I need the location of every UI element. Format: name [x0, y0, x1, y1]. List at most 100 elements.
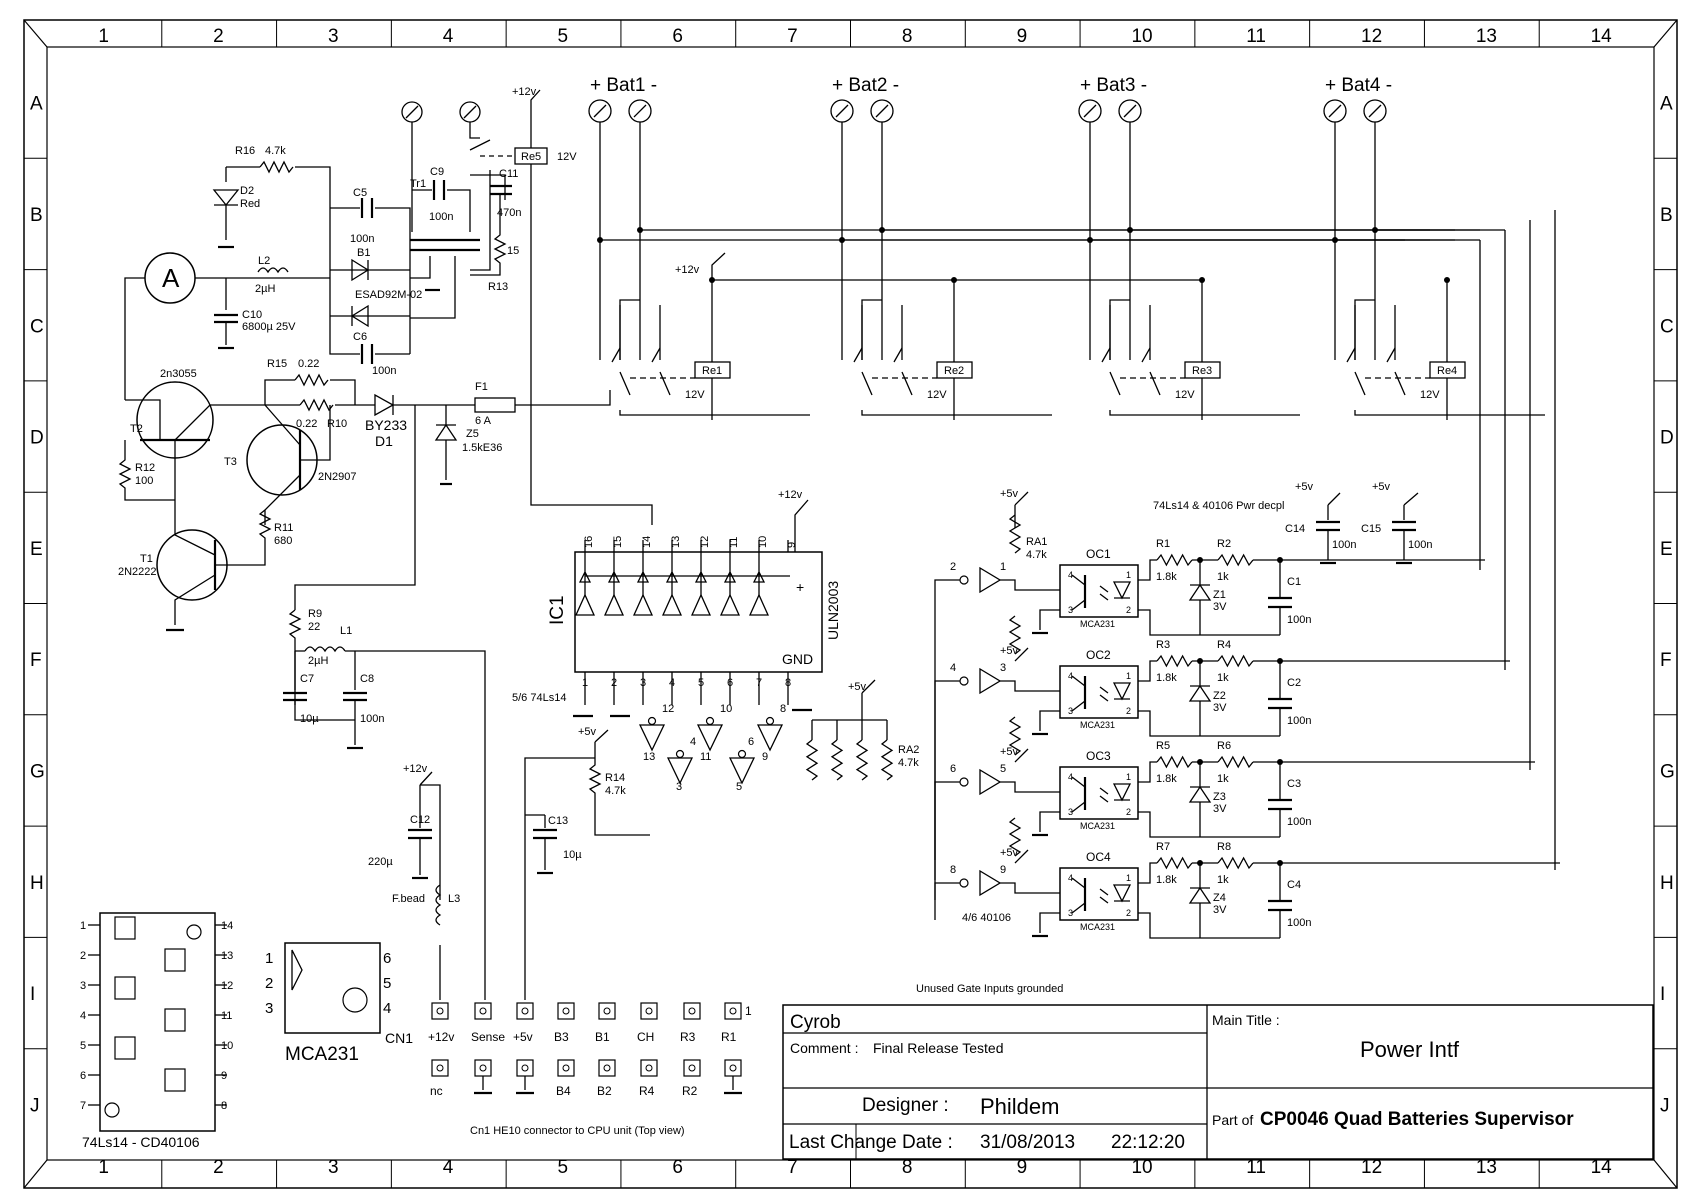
c10-label: C10 — [242, 309, 262, 321]
label: 1 — [1000, 561, 1006, 573]
z5-label: Z5 — [466, 428, 479, 440]
opto-pin: 4 — [1068, 671, 1073, 681]
connector-pin[interactable] — [431, 1059, 449, 1077]
z5-value: 1.5kE36 — [462, 442, 502, 454]
inverter-bubble — [647, 716, 657, 726]
connector-pin[interactable] — [474, 1002, 492, 1020]
sense-bus — [1479, 210, 1556, 870]
label: 13 — [643, 751, 655, 763]
clamp-diode — [723, 552, 737, 595]
optocoupler — [1059, 867, 1139, 921]
connector-pin[interactable] — [516, 1059, 534, 1077]
r10-label: R10 — [327, 418, 347, 430]
relay-supply-label: +12v — [675, 264, 700, 276]
connector-pin[interactable] — [598, 1059, 616, 1077]
opto-wire — [1138, 559, 1485, 636]
decoupling-label: 74Ls14 & 40106 Pwr decpl — [1153, 500, 1284, 512]
terminal-slot — [1083, 104, 1097, 118]
column-marker: 14 — [1591, 26, 1613, 47]
row-marker: H — [30, 873, 44, 894]
label: +5v — [1000, 746, 1019, 758]
ic-pin-number: 12 — [221, 980, 233, 992]
connector-pin[interactable] — [557, 1059, 575, 1077]
opto-part: MCA231 — [1080, 821, 1115, 831]
connector-pin[interactable] — [557, 1002, 575, 1020]
t3-label: T3 — [224, 456, 237, 468]
connector-pin[interactable] — [431, 1002, 449, 1020]
ic-pin-number: 13 — [670, 536, 682, 548]
resistor — [1217, 553, 1254, 567]
bridge-diode-b1 — [330, 258, 410, 282]
connector-pin-label: R1 — [721, 1030, 737, 1044]
row-marker: C — [30, 316, 44, 337]
connector-pin-label: nc — [430, 1084, 443, 1098]
l2-label: L2 — [258, 255, 270, 267]
opto-pin: 2 — [1126, 605, 1131, 615]
column-marker: 13 — [1476, 26, 1497, 47]
connector-pin[interactable] — [724, 1059, 742, 1077]
terminal-slot — [1368, 104, 1382, 118]
schmitt-gate-icon — [114, 976, 136, 1000]
label: C1 — [1287, 576, 1301, 588]
label: 3 — [1000, 662, 1006, 674]
phototransistor-leads — [1071, 574, 1086, 611]
column-marker: 6 — [672, 1157, 683, 1178]
connector-pin[interactable] — [516, 1002, 534, 1020]
label: R7 — [1156, 841, 1170, 853]
row-marker: B — [30, 205, 43, 226]
pin1-marker: 1 — [745, 1004, 752, 1018]
relay-contact — [1101, 347, 1151, 363]
connector-pin[interactable] — [474, 1059, 492, 1077]
column-marker: 8 — [902, 1157, 913, 1178]
ic-pin-number: 2 — [611, 677, 617, 689]
driver-diode — [719, 593, 741, 616]
column-marker: 3 — [328, 26, 339, 47]
junction-dot — [1199, 277, 1205, 283]
label: 1.8k — [1156, 874, 1177, 886]
f1-label: F1 — [475, 381, 488, 393]
relay-label: Re3 — [1192, 365, 1212, 377]
phototransistor-leads — [1071, 675, 1086, 712]
column-marker: 5 — [558, 1157, 569, 1178]
schmitt-inverter — [728, 757, 756, 785]
label: 4 — [690, 736, 696, 748]
relay-contact — [853, 347, 903, 363]
connector-pin[interactable] — [683, 1059, 701, 1077]
comment-text: Final Release Tested — [873, 1040, 1003, 1056]
inverter-bubble — [959, 777, 969, 787]
opto-ground-wire — [1039, 710, 1060, 731]
ic1-part: ULN2003 — [825, 581, 841, 640]
row-marker: A — [1660, 94, 1673, 115]
r10-value: 0.22 — [296, 418, 317, 430]
mca-pin-number: 4 — [383, 1000, 391, 1017]
connector-pin[interactable] — [640, 1002, 658, 1020]
schmitt-inverter — [979, 869, 1002, 897]
connector-pin[interactable] — [640, 1059, 658, 1077]
ic-pin-number: 7 — [756, 677, 762, 689]
ic-pin-number: 10 — [757, 536, 769, 548]
connector-pin[interactable] — [683, 1002, 701, 1020]
c12-value: 220µ — [368, 856, 393, 868]
row-marker: F — [30, 650, 42, 671]
row-marker: J — [1660, 1095, 1670, 1116]
schmitt-inverter — [696, 724, 724, 752]
pin-hole — [603, 1064, 611, 1072]
opto-label: OC4 — [1086, 850, 1111, 864]
row-marker: A — [30, 94, 43, 115]
c8-value: 100n — [360, 713, 384, 725]
driver-diode — [661, 593, 683, 616]
schmitt-inverter — [979, 566, 1002, 594]
junction-dot — [1444, 277, 1450, 283]
relay-wire — [861, 299, 1052, 416]
connector-pin[interactable] — [598, 1002, 616, 1020]
re5-supply: +12v — [512, 86, 537, 98]
column-marker: 10 — [1131, 1157, 1152, 1178]
opto-pin: 1 — [1126, 772, 1131, 782]
connector-pin-label: CH — [637, 1030, 654, 1044]
connector-pin[interactable] — [724, 1002, 742, 1020]
ic1-label: IC1 — [547, 595, 568, 625]
l3-value: F.bead — [392, 893, 425, 905]
